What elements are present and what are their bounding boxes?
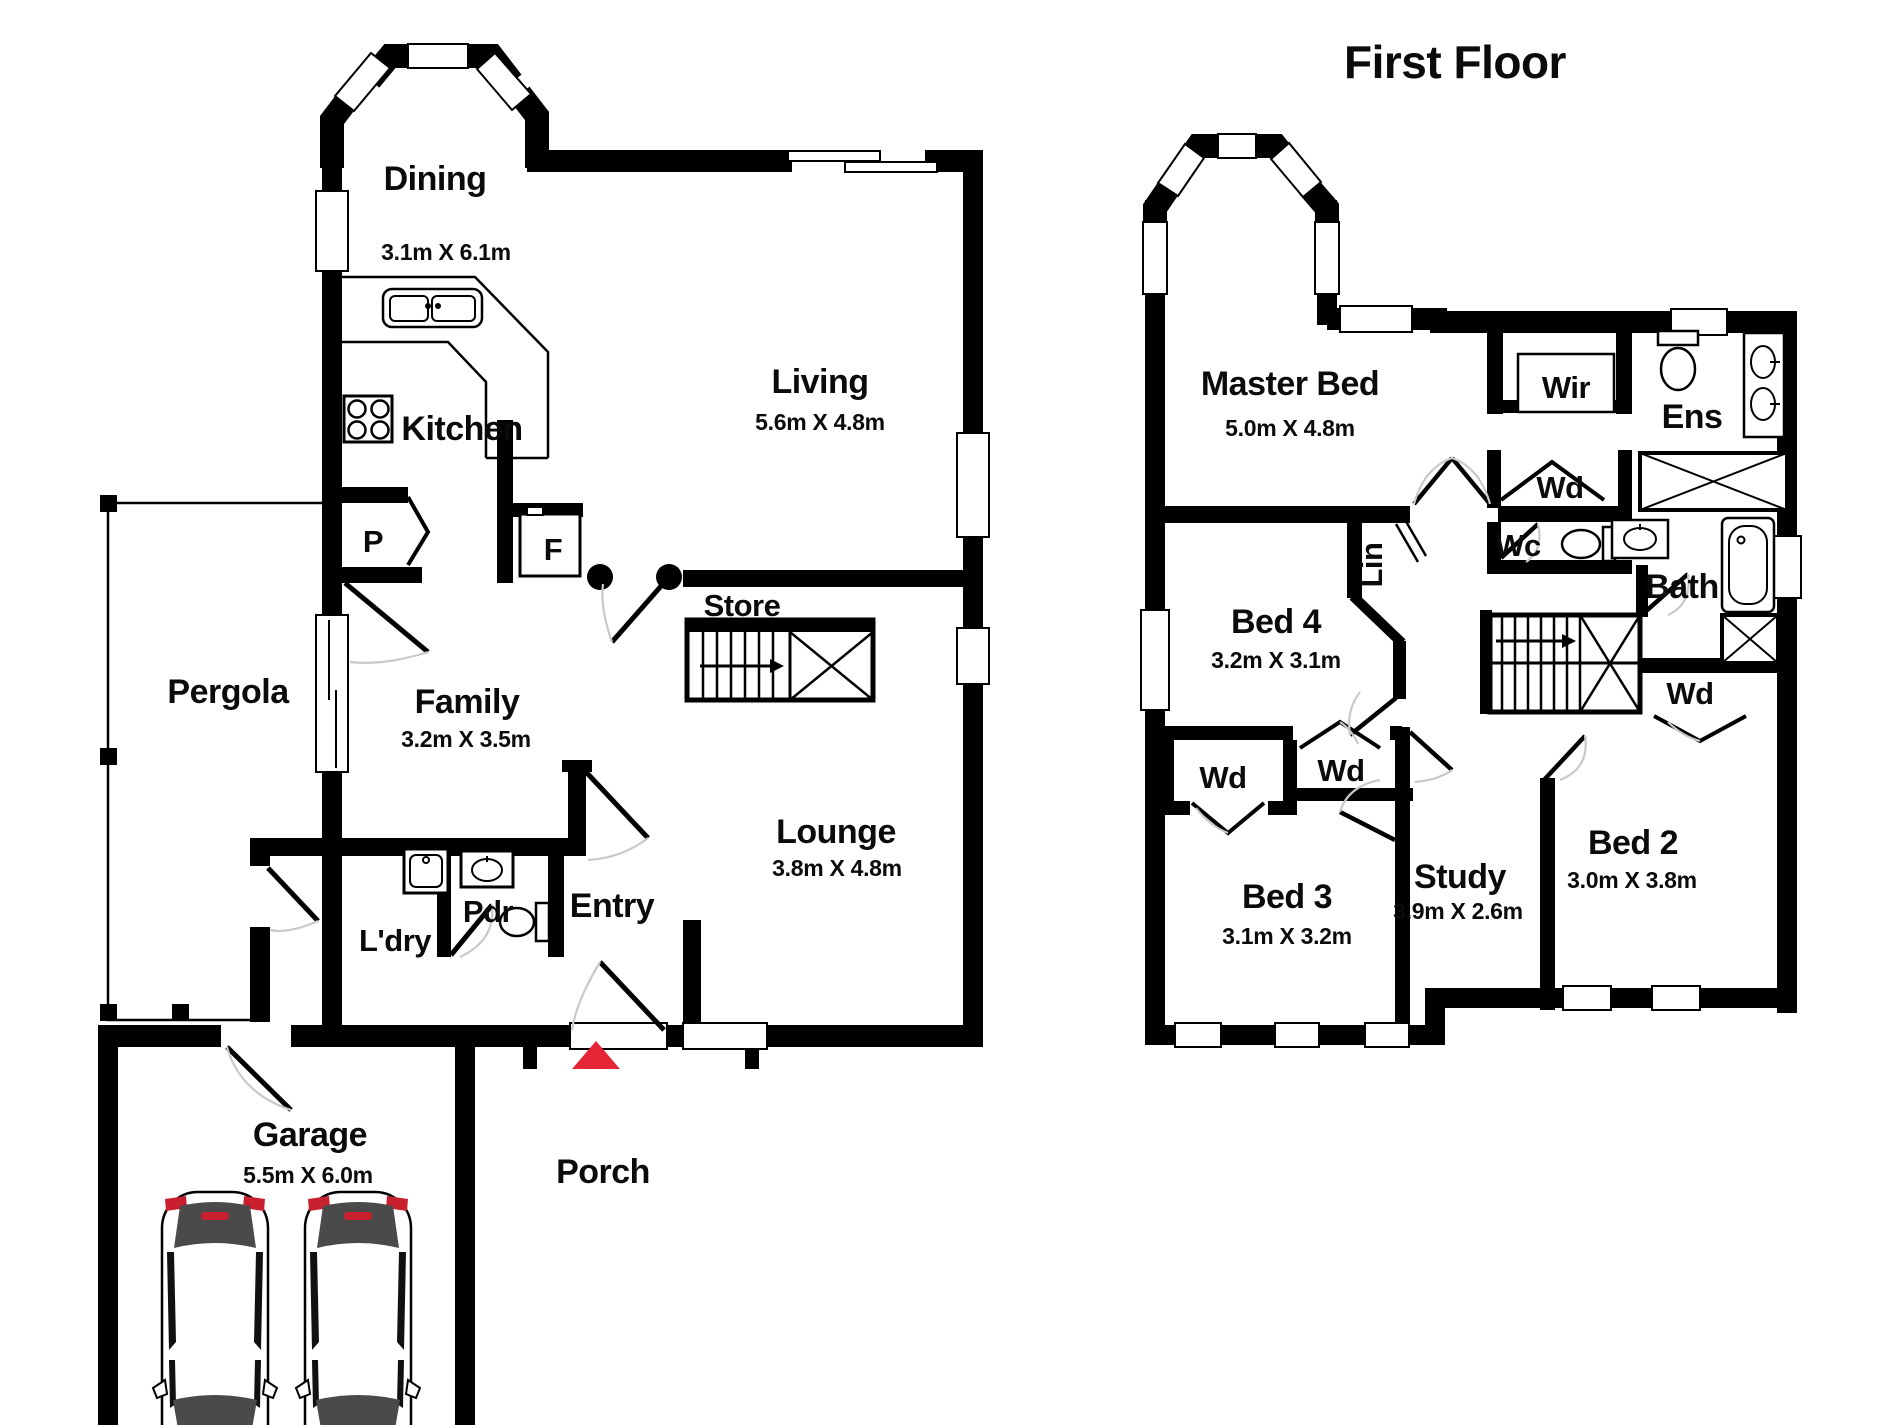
label-powder: Pdr [463, 894, 514, 929]
label-garage: Garage [253, 1116, 367, 1154]
kitchen-counter [342, 275, 550, 460]
label-bed4-dims: 3.2m X 3.1m [1211, 647, 1341, 673]
page-title: First Floor [1344, 36, 1567, 88]
gf-door-arcs [225, 583, 649, 1112]
car [294, 1190, 422, 1425]
powder-toilet [498, 901, 551, 943]
gf-windows [221, 150, 990, 1050]
bath-shower [1720, 613, 1780, 665]
label-kitchen: Kitchen [401, 410, 522, 448]
label-living-dims: 5.6m X 4.8m [755, 409, 885, 435]
bathtub [1720, 516, 1776, 614]
label-family-dims: 3.2m X 3.5m [401, 726, 531, 752]
label-wd-bed2: Wd [1666, 676, 1713, 711]
label-dining-dims: 3.1m X 6.1m [381, 239, 511, 265]
laundry-sink [402, 847, 450, 895]
car [151, 1190, 279, 1425]
label-pergola: Pergola [167, 673, 290, 711]
label-entry: Entry [570, 887, 655, 925]
ff-angled-wall [1349, 592, 1406, 647]
label-living: Living [771, 363, 868, 401]
ff-windows [1140, 221, 1802, 1048]
ens-vanity [1742, 331, 1786, 439]
pergola-structure [100, 495, 332, 1022]
label-bed2-dims: 3.0m X 3.8m [1567, 867, 1697, 893]
label-master-dims: 5.0m X 4.8m [1225, 415, 1355, 441]
first-floor-plan: First Floor Master Bed 5.0m X 4.8m Wir E… [1140, 36, 1802, 1048]
ens-toilet [1656, 329, 1700, 392]
ens-shower [1638, 451, 1789, 512]
ff-stairs [1487, 612, 1643, 715]
label-ens: Ens [1662, 398, 1723, 436]
ff-doors [1190, 456, 1747, 843]
label-lounge-dims: 3.8m X 4.8m [772, 855, 902, 881]
label-store: Store [704, 588, 781, 623]
label-laundry: L'dry [359, 923, 432, 958]
gf-labels: Dining 3.1m X 6.1m Living 5.6m X 4.8m Ki… [167, 160, 902, 1191]
label-master: Master Bed [1201, 365, 1379, 403]
label-dining: Dining [384, 160, 487, 198]
label-study-dims: 3.9m X 2.6m [1393, 898, 1523, 924]
wc-toilet [1560, 525, 1617, 563]
label-bed2: Bed 2 [1588, 824, 1678, 862]
entry-marker-triangle [572, 1041, 620, 1069]
label-family: Family [415, 683, 520, 721]
gf-cars [151, 1190, 422, 1425]
label-lounge: Lounge [776, 813, 896, 851]
ground-floor-plan: Dining 3.1m X 6.1m Living 5.6m X 4.8m Ki… [98, 43, 990, 1425]
fridge [518, 506, 582, 578]
label-fridge: F [544, 532, 562, 567]
ff-labels: First Floor Master Bed 5.0m X 4.8m Wir E… [1199, 36, 1723, 949]
label-porch: Porch [556, 1153, 650, 1191]
bath-basin [1610, 518, 1670, 560]
ff-door-arcs [1195, 456, 1701, 835]
gf-stairs [587, 564, 876, 703]
ff-bay-window [1143, 133, 1339, 258]
label-linen: Lin [1354, 543, 1389, 588]
label-bed4: Bed 4 [1231, 603, 1322, 641]
gf-bay-window [320, 43, 549, 168]
wir-robe-box [1516, 352, 1616, 414]
label-bed3: Bed 3 [1242, 878, 1332, 916]
label-garage-dims: 5.5m X 6.0m [243, 1162, 373, 1188]
ff-fixtures [1516, 329, 1789, 665]
label-wir: Wir [1542, 370, 1591, 405]
gf-fixtures [342, 275, 582, 943]
kitchen-sink [381, 287, 484, 329]
label-study: Study [1414, 858, 1507, 896]
label-pantry: P [363, 524, 383, 559]
label-wc: Wc [1495, 528, 1541, 563]
cooktop [342, 394, 394, 444]
gf-doors [225, 496, 666, 1112]
label-wd-bed4: Wd [1317, 753, 1364, 788]
label-bath: Bath [1645, 568, 1719, 606]
label-wd-master: Wd [1536, 470, 1583, 505]
label-bed3-dims: 3.1m X 3.2m [1222, 923, 1352, 949]
label-wd-bed3: Wd [1199, 760, 1246, 795]
powder-basin [459, 849, 515, 889]
